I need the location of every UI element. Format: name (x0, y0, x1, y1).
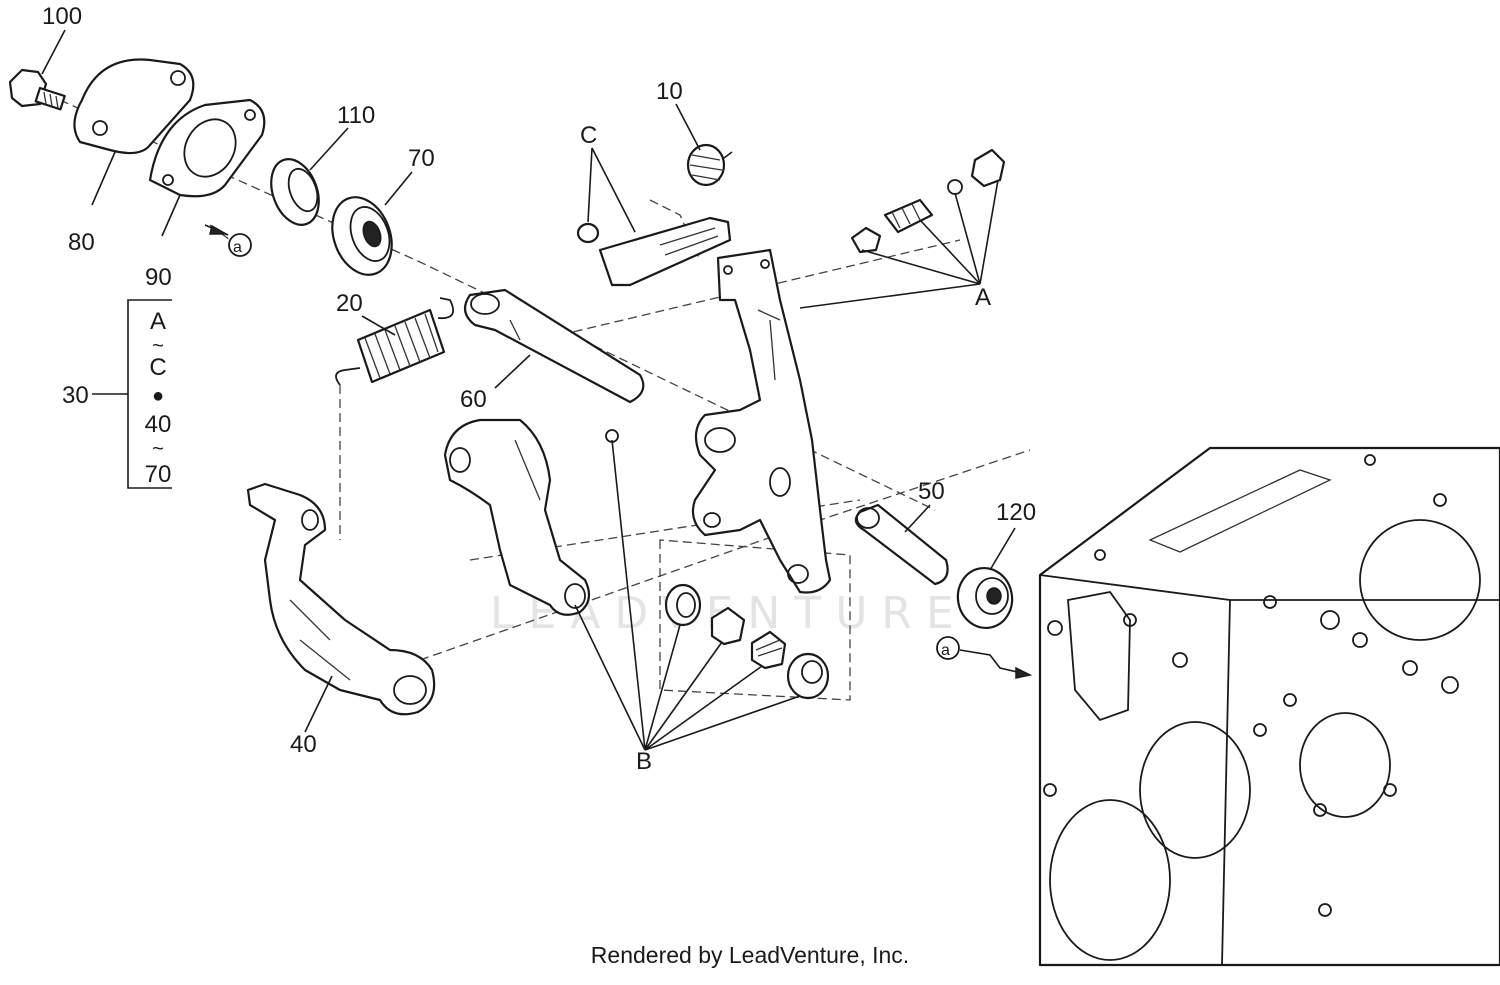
callout-110: 110 (337, 102, 375, 129)
render-credit: Rendered by LeadVenture, Inc. (590, 942, 910, 968)
kit-line-4: ● (152, 385, 164, 407)
kit-line-5: 40 (145, 411, 172, 438)
callout-b: B (636, 748, 652, 775)
reference-mark-lower: a (936, 636, 1033, 679)
callout-a: A (975, 284, 991, 311)
shaft-60 (463, 288, 645, 404)
kit-line-1: A (150, 308, 166, 335)
callout-60: 60 (460, 386, 487, 413)
leader-lines (41, 29, 1016, 751)
lever-plate-c (576, 216, 732, 287)
kit-line-7: 70 (145, 461, 172, 488)
spring-20 (335, 297, 454, 386)
callout-50: 50 (918, 478, 945, 505)
kit-line-3: C (149, 354, 166, 381)
callout-10: 10 (656, 78, 683, 105)
spring-10 (686, 143, 733, 187)
gasket-90 (148, 98, 266, 198)
sleeve-50 (854, 503, 949, 586)
kit-line-6: ~ (152, 438, 164, 460)
callout-70: 70 (408, 145, 435, 172)
bearing-120 (956, 566, 1014, 630)
seal-110 (270, 158, 320, 226)
governor-arm-middle (443, 418, 591, 616)
engine-block (1038, 446, 1500, 967)
governor-arm-40 (246, 482, 436, 716)
bolt-100 (8, 68, 66, 111)
kit-bracket: A ~ C ● 40 ~ 70 (145, 308, 172, 488)
callout-20: 20 (336, 290, 363, 317)
reference-mark-letter-lower: a (941, 642, 950, 659)
callout-90: 90 (145, 264, 172, 291)
reference-mark-upper: a (204, 224, 252, 257)
callout-40: 40 (290, 731, 317, 758)
stopper-parts-a (850, 148, 1006, 254)
bearing-70 (331, 196, 393, 276)
kit-line-2: ~ (152, 335, 164, 357)
callout-labels: 100 110 70 10 C 80 90 20 A 60 30 50 120 … (42, 3, 1036, 775)
callout-80: 80 (68, 229, 95, 256)
cover-plate-80 (73, 58, 195, 155)
callout-c: C (580, 122, 597, 149)
callout-120: 120 (996, 499, 1036, 526)
callout-30: 30 (62, 382, 89, 409)
callout-100: 100 (42, 3, 82, 30)
reference-mark-letter: a (233, 239, 242, 256)
governor-lever-bracket (691, 248, 832, 594)
